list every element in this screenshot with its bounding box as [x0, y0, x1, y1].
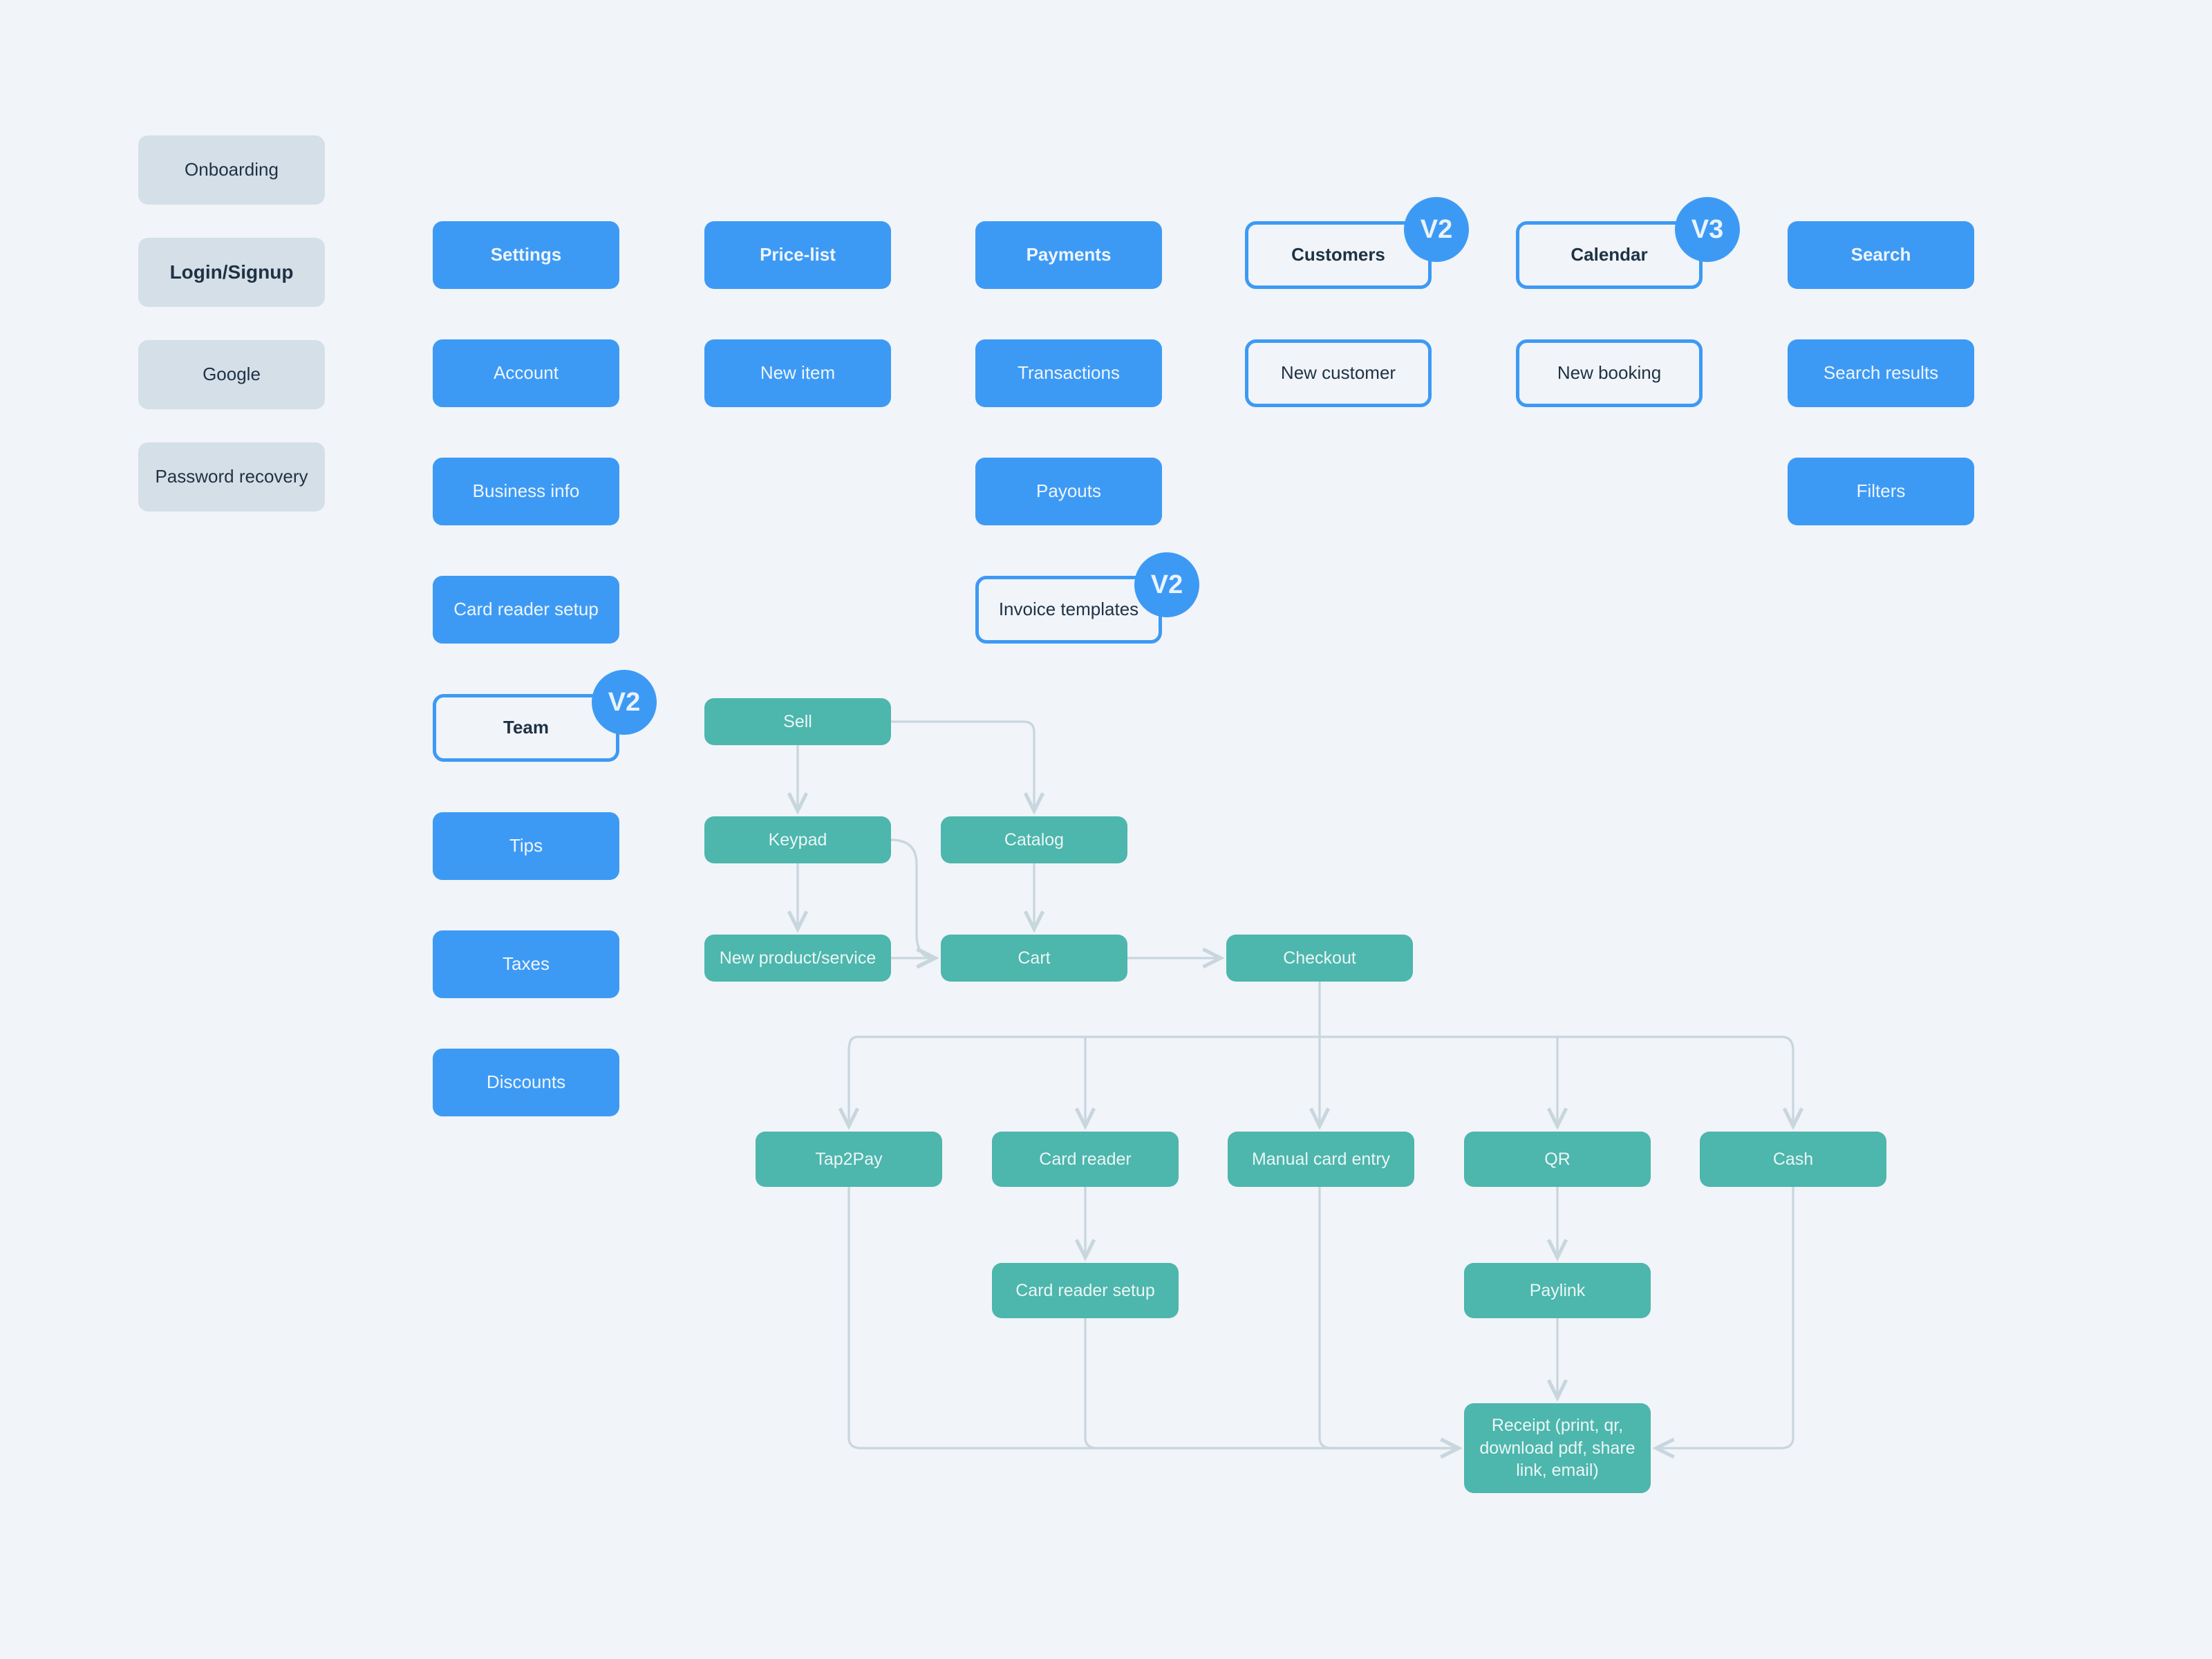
node-search[interactable]: Search [1788, 221, 1974, 289]
node-label: Card reader setup [453, 599, 599, 620]
node-qr[interactable]: QR [1464, 1132, 1651, 1187]
node-label: QR [1544, 1149, 1571, 1169]
node-invoice-templates[interactable]: Invoice templates [975, 576, 1162, 644]
node-catalog[interactable]: Catalog [941, 816, 1127, 863]
node-paylink[interactable]: Paylink [1464, 1263, 1651, 1318]
node-business-info[interactable]: Business info [433, 458, 619, 525]
node-taxes[interactable]: Taxes [433, 930, 619, 998]
node-label: Card reader setup [1015, 1280, 1155, 1300]
version-badge-calendar: V3 [1675, 197, 1740, 262]
node-tips[interactable]: Tips [433, 812, 619, 880]
node-label: New booking [1557, 362, 1662, 384]
node-label: Paylink [1529, 1280, 1586, 1300]
node-transactions[interactable]: Transactions [975, 339, 1162, 407]
node-filters[interactable]: Filters [1788, 458, 1974, 525]
node-label: New item [760, 362, 836, 384]
node-price-list[interactable]: Price-list [704, 221, 891, 289]
version-badge-customers: V2 [1404, 197, 1469, 262]
node-keypad[interactable]: Keypad [704, 816, 891, 863]
node-label: Search results [1823, 362, 1939, 384]
node-label: Price-list [760, 244, 836, 265]
node-label: Sell [783, 711, 812, 731]
node-label: Calendar [1571, 244, 1648, 265]
node-onboarding[interactable]: Onboarding [138, 135, 325, 205]
node-label: Tap2Pay [815, 1149, 883, 1169]
node-login-signup[interactable]: Login/Signup [138, 238, 325, 307]
node-label: New customer [1280, 362, 1396, 384]
node-label: Discounts [486, 1071, 566, 1093]
node-tap2pay[interactable]: Tap2Pay [756, 1132, 942, 1187]
node-account[interactable]: Account [433, 339, 619, 407]
node-label: Keypad [768, 830, 827, 850]
node-label: Account [494, 362, 559, 384]
node-label: Settings [490, 244, 562, 265]
node-card-reader-setup[interactable]: Card reader setup [992, 1263, 1179, 1318]
node-google[interactable]: Google [138, 340, 325, 409]
node-label: Google [203, 364, 261, 385]
node-label: Business info [472, 480, 580, 502]
node-label: Cart [1018, 948, 1051, 968]
node-card-reader[interactable]: Card reader [992, 1132, 1179, 1187]
node-label: Login/Signup [169, 261, 294, 283]
node-label: Taxes [503, 953, 550, 975]
node-label: Payments [1026, 244, 1112, 265]
node-label: Transactions [1018, 362, 1120, 384]
node-label: New product/service [719, 948, 877, 968]
node-search-results[interactable]: Search results [1788, 339, 1974, 407]
node-customers[interactable]: Customers [1245, 221, 1432, 289]
node-new-booking[interactable]: New booking [1516, 339, 1703, 407]
node-label: Cash [1772, 1149, 1814, 1169]
node-label: Checkout [1283, 948, 1356, 968]
node-discounts[interactable]: Discounts [433, 1049, 619, 1116]
node-password-recovery[interactable]: Password recovery [138, 442, 325, 512]
node-new-item[interactable]: New item [704, 339, 891, 407]
node-label: Payouts [1036, 480, 1101, 502]
node-label: Password recovery [155, 466, 308, 487]
node-label: Invoice templates [998, 599, 1139, 620]
node-calendar[interactable]: Calendar [1516, 221, 1703, 289]
node-sell[interactable]: Sell [704, 698, 891, 745]
node-card-reader-setup[interactable]: Card reader setup [433, 576, 619, 644]
node-payouts[interactable]: Payouts [975, 458, 1162, 525]
node-checkout[interactable]: Checkout [1226, 935, 1413, 982]
node-label: Onboarding [185, 159, 279, 180]
node-cash[interactable]: Cash [1700, 1132, 1886, 1187]
node-manual-card-entry[interactable]: Manual card entry [1228, 1132, 1414, 1187]
node-label: Tips [509, 835, 543, 856]
node-settings[interactable]: Settings [433, 221, 619, 289]
version-badge-invoice-templates: V2 [1134, 552, 1199, 617]
node-label: Team [503, 717, 549, 738]
node-label: Card reader [1039, 1149, 1132, 1169]
node-label: Manual card entry [1251, 1149, 1391, 1169]
node-label: Customers [1291, 244, 1385, 265]
node-label: Filters [1856, 480, 1906, 502]
node-new-product-service[interactable]: New product/service [704, 935, 891, 982]
node-label: Receipt (print, qr, download pdf, share … [1479, 1416, 1635, 1481]
version-badge-team: V2 [592, 670, 657, 735]
node-label: Search [1850, 244, 1911, 265]
node-receipt-print-qr-download-pdf-share-link-email[interactable]: Receipt (print, qr, download pdf, share … [1464, 1403, 1651, 1493]
node-label: Catalog [1004, 830, 1065, 850]
node-payments[interactable]: Payments [975, 221, 1162, 289]
node-new-customer[interactable]: New customer [1245, 339, 1432, 407]
node-cart[interactable]: Cart [941, 935, 1127, 982]
